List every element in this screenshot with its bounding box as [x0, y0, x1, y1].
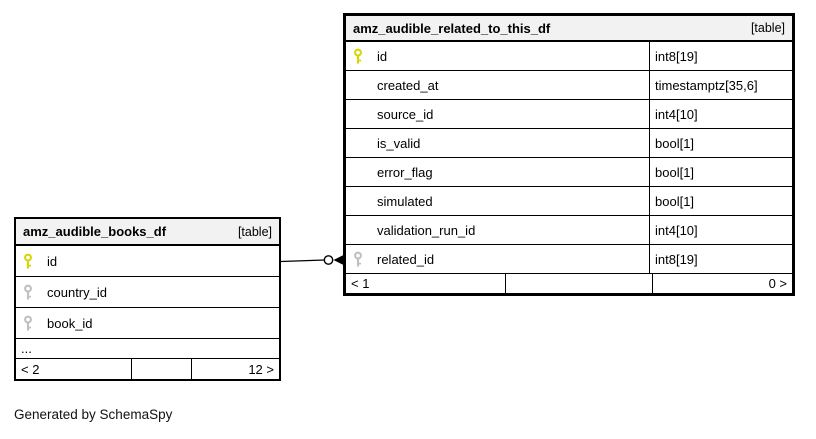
table-title: amz_audible_books_df [23, 224, 167, 239]
column-name: created_at [377, 77, 439, 93]
column-name: simulated [377, 193, 433, 209]
table-row: related_id int8[19] [346, 245, 792, 274]
column-name: is_valid [377, 135, 421, 151]
relationship-line [280, 259, 325, 263]
column-type: bool[1] [649, 187, 792, 215]
table-row: validation_run_id int4[10] [346, 216, 792, 245]
column-name: id [377, 48, 388, 64]
column-type: timestamptz[35,6] [649, 71, 792, 99]
relationship-pager: < 1 0 > [346, 274, 792, 293]
pager-next: 12 > [248, 361, 274, 377]
table-row: is_valid bool[1] [346, 129, 792, 158]
pager-spacer [132, 359, 192, 379]
column-type: int4[10] [649, 216, 792, 244]
pager-next: 0 > [768, 276, 787, 291]
table-row: id [16, 246, 279, 277]
table-node-amz-audible-related-to-this-df: amz_audible_related_to_this_df [table] i… [343, 13, 795, 296]
table-header[interactable]: amz_audible_books_df [table] [16, 219, 279, 246]
primary-key-icon [23, 253, 34, 270]
zero-cardinality-circle-icon [323, 255, 334, 265]
arrowhead-icon [333, 255, 343, 265]
table-row: created_at timestamptz[35,6] [346, 71, 792, 100]
foreign-key-icon [23, 284, 34, 301]
column-name: related_id [377, 251, 435, 267]
column-name: country_id [47, 284, 107, 300]
table-node-amz-audible-books-df: amz_audible_books_df [table] id [14, 217, 281, 381]
column-type: int8[19] [649, 245, 792, 273]
column-name: error_flag [377, 164, 433, 180]
table-row: country_id [16, 277, 279, 308]
table-kind-badge: [table] [750, 21, 785, 35]
table-row: simulated bool[1] [346, 187, 792, 216]
column-type: int4[10] [649, 100, 792, 128]
table-row: source_id int4[10] [346, 100, 792, 129]
column-name: id [47, 253, 58, 269]
table-title: amz_audible_related_to_this_df [353, 20, 551, 36]
column-name: source_id [377, 106, 434, 122]
table-row: id int8[19] [346, 42, 792, 71]
column-type: bool[1] [649, 158, 792, 186]
column-name: validation_run_id [377, 222, 476, 238]
table-header[interactable]: amz_audible_related_to_this_df [table] [346, 16, 792, 42]
table-kind-badge: [table] [237, 224, 272, 239]
hidden-columns-ellipsis: ... [16, 339, 279, 359]
foreign-key-icon [23, 315, 34, 332]
relationship-pager: < 2 12 > [16, 359, 279, 379]
table-row: error_flag bool[1] [346, 158, 792, 187]
foreign-key-icon [353, 251, 364, 268]
column-name: book_id [47, 315, 93, 331]
table-row: book_id [16, 308, 279, 339]
primary-key-icon [353, 48, 364, 65]
pager-spacer [506, 274, 653, 293]
schemaspy-credit: Generated by SchemaSpy [14, 407, 173, 422]
pager-prev: < 1 [346, 274, 506, 293]
column-type: bool[1] [649, 129, 792, 157]
pager-prev: < 2 [16, 359, 132, 379]
column-type: int8[19] [649, 42, 792, 70]
